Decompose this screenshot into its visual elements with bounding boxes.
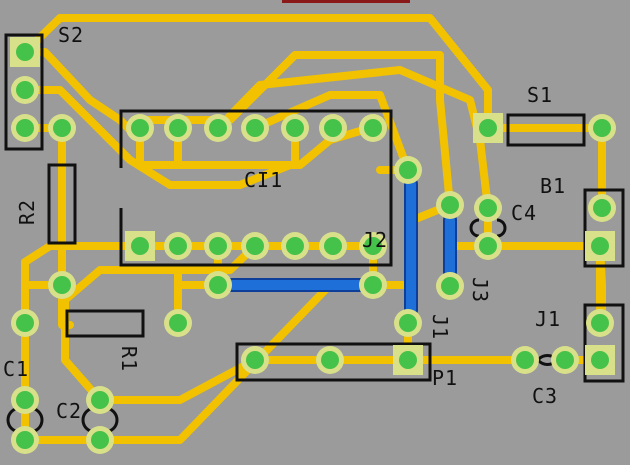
pad	[473, 113, 503, 143]
pad	[551, 346, 579, 374]
pad	[164, 114, 192, 142]
label-j1: J1	[535, 307, 561, 331]
trace	[21, 48, 374, 169]
pad	[474, 232, 502, 260]
pad	[164, 232, 192, 260]
pad	[11, 426, 39, 454]
pad	[126, 114, 154, 142]
pad	[585, 345, 615, 375]
traces	[21, 14, 606, 444]
pad	[86, 386, 114, 414]
pad	[585, 231, 615, 261]
label-j1b: J1	[428, 314, 452, 340]
pad	[511, 346, 539, 374]
label-j3: J3	[468, 277, 492, 303]
ci1-notch	[117, 168, 125, 208]
label-ci1: CI1	[244, 168, 283, 192]
pad	[588, 114, 616, 142]
j1-outline	[583, 303, 625, 383]
pad	[11, 309, 39, 337]
pad	[359, 114, 387, 142]
trace	[21, 86, 294, 189]
pad	[393, 345, 423, 375]
trace	[21, 242, 144, 327]
pad	[11, 76, 39, 104]
pad	[316, 346, 344, 374]
p1-outline	[235, 342, 432, 382]
pad	[48, 271, 76, 299]
s1-body	[506, 113, 586, 147]
pad	[319, 232, 347, 260]
pad	[241, 114, 269, 142]
s2-outline	[4, 33, 44, 151]
pad	[10, 37, 40, 67]
pad	[359, 271, 387, 299]
pad	[436, 191, 464, 219]
pad	[436, 272, 464, 300]
pads	[10, 37, 616, 454]
pad	[474, 194, 502, 222]
label-r1: R1	[117, 346, 141, 372]
trace	[21, 14, 492, 134]
jumpers	[225, 177, 457, 317]
pad	[586, 309, 614, 337]
labels: S2 S1 CI1 R2 R1 C1 C2 C3 C4 B1 J1 J2 J3 …	[3, 23, 566, 423]
b1-outline	[583, 188, 625, 268]
label-s2: S2	[58, 23, 84, 47]
pad	[241, 232, 269, 260]
label-s1: S1	[527, 83, 553, 107]
pad	[164, 309, 192, 337]
pad	[394, 309, 422, 337]
label-c2: C2	[56, 399, 82, 423]
pad	[281, 114, 309, 142]
pad	[281, 232, 309, 260]
pad	[125, 231, 155, 261]
pad	[319, 114, 347, 142]
r2-body	[47, 163, 77, 245]
pad	[204, 271, 232, 299]
label-c3: C3	[532, 384, 558, 408]
pad	[204, 114, 232, 142]
r1-body	[65, 309, 145, 338]
label-j2: J2	[362, 228, 388, 252]
pad	[359, 232, 387, 260]
pad	[48, 114, 76, 142]
label-c4: C4	[511, 201, 537, 225]
pad	[588, 194, 616, 222]
pad	[204, 232, 232, 260]
pad	[11, 114, 39, 142]
c4-mark	[469, 218, 507, 238]
label-r2: R2	[15, 199, 39, 225]
trace	[96, 356, 259, 404]
pad	[86, 426, 114, 454]
label-p1: P1	[432, 366, 458, 390]
label-b1: B1	[540, 174, 566, 198]
pad	[241, 346, 269, 374]
pad	[394, 156, 422, 184]
trace	[214, 66, 492, 212]
label-c1: C1	[3, 357, 29, 381]
edge-marker	[282, 0, 410, 3]
pad	[11, 386, 39, 414]
